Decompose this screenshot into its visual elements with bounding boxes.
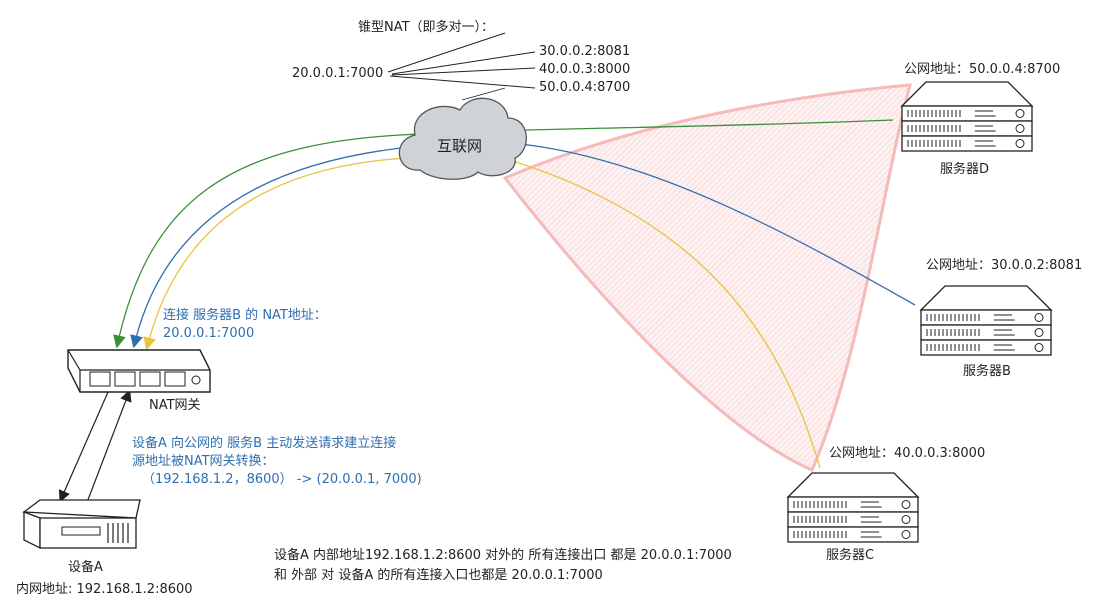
device-a-box bbox=[22, 499, 141, 550]
nat-connection-label: 连接 服务器B 的 NAT地址： bbox=[163, 308, 327, 323]
server-d-name: 服务器D bbox=[940, 162, 990, 177]
nat-title: 锥型NAT（即多对一）： bbox=[358, 20, 495, 35]
internet-label: 互联网 bbox=[437, 137, 483, 155]
nat-target-1: 30.0.0.2:8081 bbox=[539, 44, 631, 59]
nat-gateway-name: NAT网关 bbox=[149, 398, 201, 413]
translation-note-3: （192.168.1.2，8600） -> (20.0.0.1, 7000) bbox=[142, 472, 422, 487]
summary-note-2: 和 外部 对 设备A 的所有连接入口也都是 20.0.0.1:7000 bbox=[274, 568, 603, 583]
nat-target-2: 40.0.0.3:8000 bbox=[539, 62, 631, 77]
connector-line bbox=[461, 87, 506, 101]
server-b-name: 服务器B bbox=[963, 364, 1011, 379]
nat-cone-area bbox=[502, 83, 912, 472]
internet-cloud bbox=[398, 97, 527, 180]
nat-source-address: 20.0.0.1:7000 bbox=[292, 66, 384, 81]
server-b-address: 公网地址：30.0.0.2:8081 bbox=[926, 258, 1083, 273]
server-c-name: 服务器C bbox=[826, 548, 875, 563]
translation-note-2: 源地址被NAT网关转换： bbox=[132, 454, 275, 469]
nat-mapping-lines bbox=[387, 32, 536, 89]
arrow-nat-to-device bbox=[58, 391, 109, 503]
summary-note-1: 设备A 内部地址192.168.1.2:8600 对外的 所有连接出口 都是 2… bbox=[274, 548, 732, 563]
green-connection-line bbox=[113, 119, 894, 349]
nat-target-3: 50.0.0.4:8700 bbox=[539, 80, 631, 95]
device-a-address: 内网地址: 192.168.1.2:8600 bbox=[16, 582, 193, 597]
nat-connection-address: 20.0.0.1:7000 bbox=[163, 326, 255, 341]
server-d-icon bbox=[900, 81, 1034, 152]
server-c-address: 公网地址：40.0.0.3:8000 bbox=[829, 446, 986, 461]
nat-gateway-device bbox=[67, 349, 211, 393]
device-a-name: 设备A bbox=[68, 560, 103, 575]
server-c-icon bbox=[786, 472, 920, 543]
arrow-device-to-nat bbox=[85, 389, 132, 506]
server-b-icon bbox=[919, 285, 1053, 356]
server-d-address: 公网地址：50.0.0.4:8700 bbox=[904, 62, 1061, 77]
translation-note-1: 设备A 向公网的 服务B 主动发送请求建立连接 bbox=[132, 436, 397, 451]
